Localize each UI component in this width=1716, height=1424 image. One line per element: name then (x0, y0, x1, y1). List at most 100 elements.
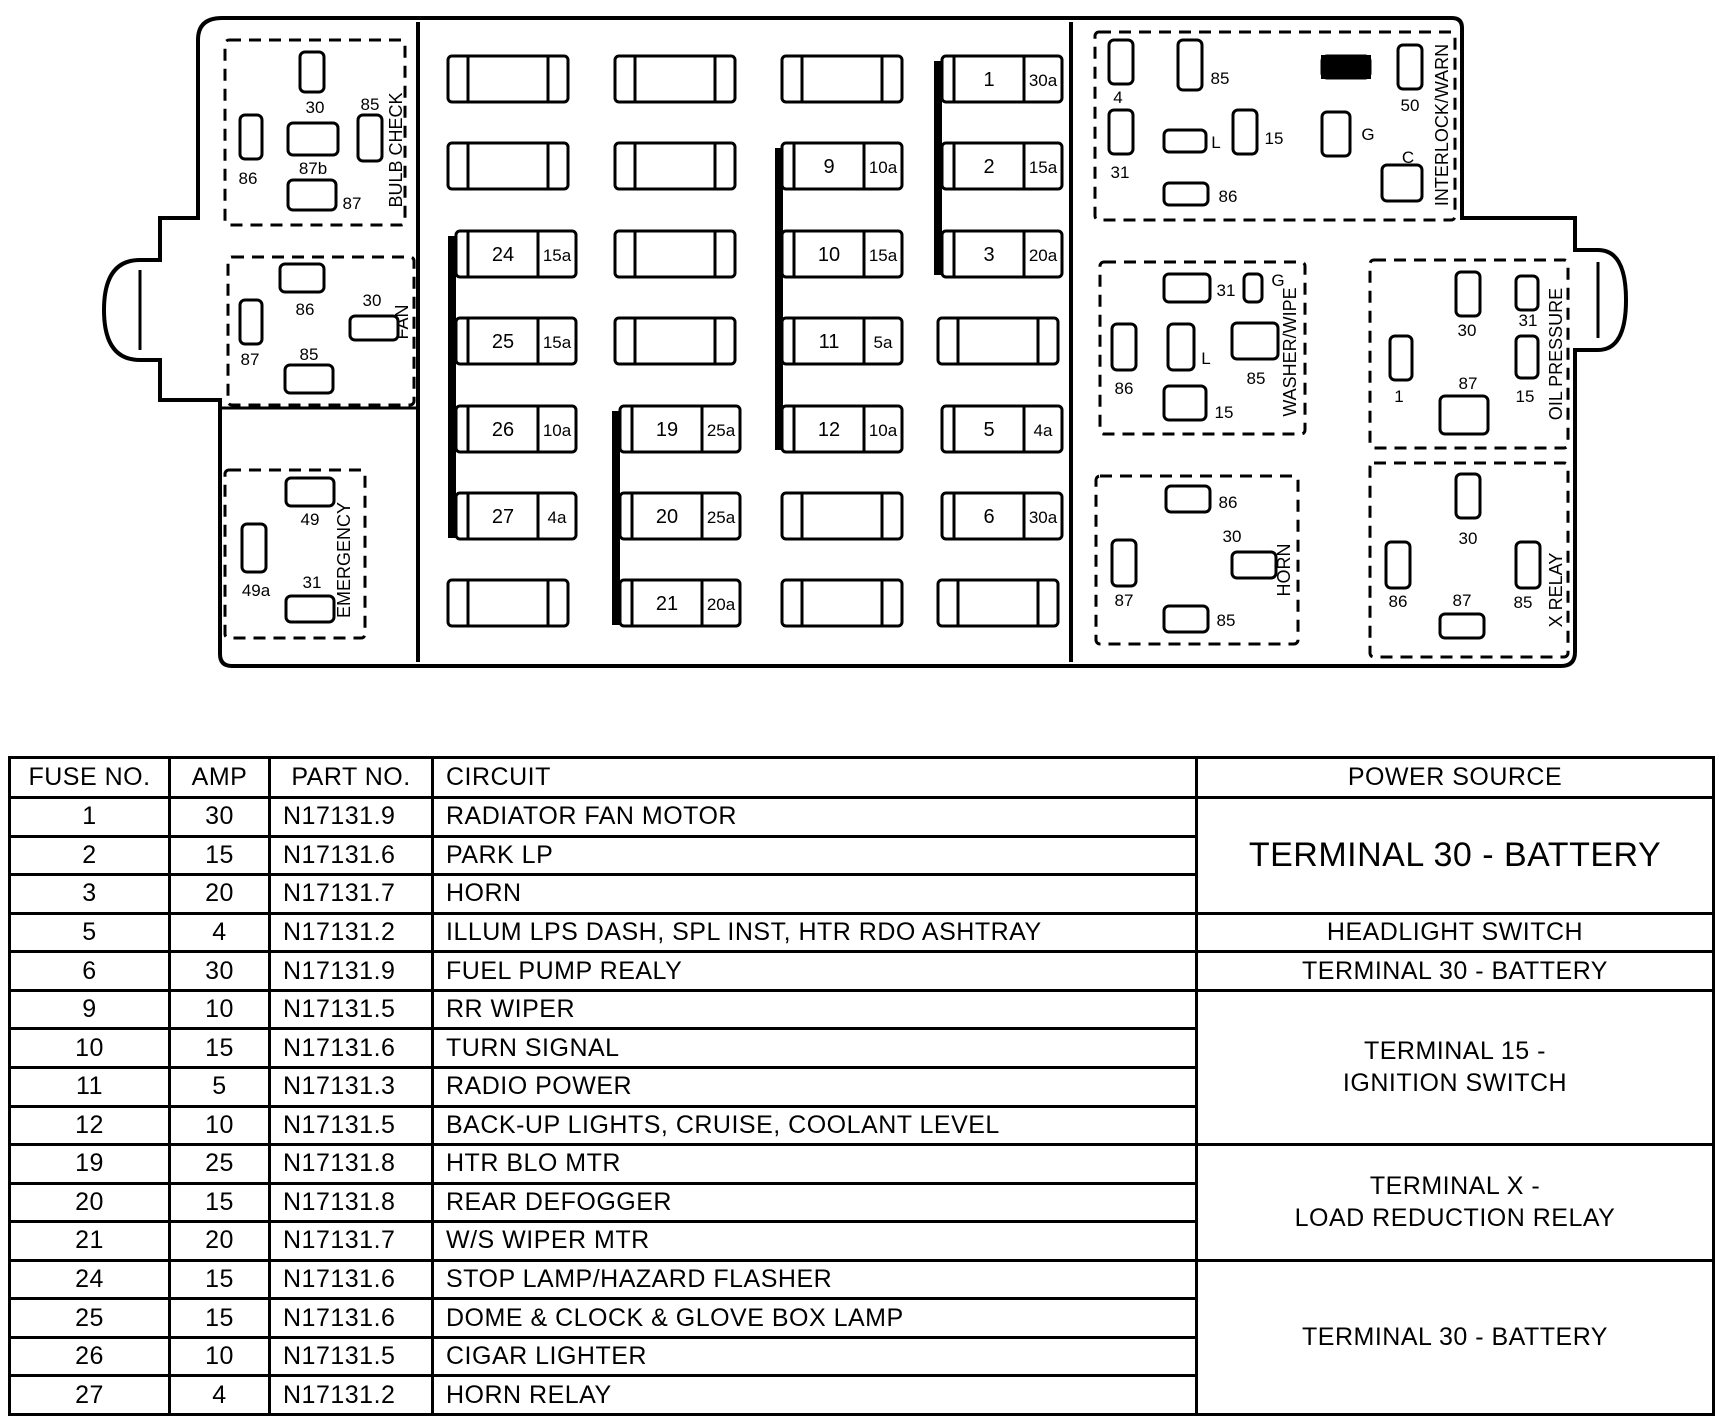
relay-terminal (286, 121, 340, 157)
power-source-line: HEADLIGHT SWITCH (1326, 918, 1584, 947)
fuse-rating-label: 10a (869, 158, 898, 177)
fuse-outline (446, 578, 570, 628)
relay-terminal (1107, 108, 1135, 156)
relay-terminal-label: 49a (242, 581, 271, 600)
power-source-cell: TERMINAL 30 - BATTERY (1195, 1258, 1715, 1417)
relay-terminal-label: 87 (343, 194, 362, 213)
relay-terminal-label: 15 (1516, 387, 1535, 406)
fuse-outline (940, 404, 1064, 454)
table-header-row: FUSE NO. AMP PART NO. CIRCUIT POWER SOUR… (8, 756, 1715, 799)
relay-terminal-label: 86 (1219, 493, 1238, 512)
relay-terminal-label: C (1402, 148, 1414, 167)
relay-name-label: HORN (1274, 544, 1294, 597)
fuse-outline (940, 229, 1064, 279)
relay-name-label: EMERGENCY (334, 502, 354, 618)
fuse-number-cell: 6 (8, 950, 171, 992)
fuse-outline (454, 229, 578, 279)
amp-cell: 15 (168, 834, 271, 877)
relay-name-label: WASHER/WIPE (1280, 287, 1300, 416)
power-source-line: TERMINAL 30 - BATTERY (1302, 1323, 1608, 1352)
part-number-cell: N17131.6 (268, 834, 434, 877)
relay-terminal (1231, 108, 1259, 156)
part-number-cell: N17131.5 (268, 1104, 434, 1147)
part-number-cell: N17131.5 (268, 1335, 434, 1378)
relay-terminal (278, 262, 326, 294)
power-source-line: TERMINAL 15 - (1363, 1037, 1546, 1066)
circuit-cell: TURN SIGNAL (431, 1027, 1198, 1069)
fuse-outline (940, 141, 1064, 191)
relay-terminal (1110, 322, 1138, 372)
relay-terminal-label: 87 (241, 350, 260, 369)
relay-terminal (1162, 128, 1208, 154)
amp-cell: 20 (168, 1220, 271, 1262)
relay-terminal-label: 86 (239, 169, 258, 188)
fuse-slot-21: 21 20a (618, 578, 742, 628)
relay-terminal (1454, 472, 1482, 520)
fuse-rating-label: 20a (707, 595, 736, 614)
relay-terminal (1380, 163, 1424, 203)
relay-terminal-label: 85 (1211, 69, 1230, 88)
relay-terminal (1388, 334, 1414, 382)
relay-terminal (1107, 38, 1135, 86)
relay-terminal (1454, 270, 1482, 318)
fuse-rating-label: 5a (874, 333, 893, 352)
relay-terminal (283, 363, 335, 395)
fuse-outline (454, 316, 578, 366)
fuse-number-label: 24 (492, 244, 514, 266)
fuse-outline (613, 229, 737, 279)
amp-cell: 15 (168, 1181, 271, 1224)
part-number-cell: N17131.2 (268, 911, 434, 954)
relay-terminal (240, 522, 268, 574)
circuit-cell: BACK-UP LIGHTS, CRUISE, COOLANT LEVEL (431, 1104, 1198, 1147)
fuse-number-label: 2 (983, 156, 994, 178)
relay-terminal-label: 85 (1217, 611, 1236, 630)
fuse-rating-label: 4a (1034, 421, 1053, 440)
fuse-outline (613, 54, 737, 104)
part-number-cell: N17131.9 (268, 950, 434, 992)
circuit-cell: RADIO POWER (431, 1065, 1198, 1108)
relay-terminal (1384, 540, 1412, 590)
fuse-outline (618, 404, 742, 454)
relay-terminal-label: 1 (1394, 387, 1403, 406)
fuse-number-cell: 1 (8, 796, 171, 838)
amp-cell: 15 (168, 1297, 271, 1339)
fuse-outline (454, 491, 578, 541)
relay-terminal-label: G (1361, 125, 1374, 144)
relay-name-label: OIL PRESSURE (1546, 288, 1566, 420)
relay-terminal (1110, 538, 1138, 588)
relay-terminal-label: 85 (1247, 369, 1266, 388)
fuse-number-label: 19 (656, 419, 678, 441)
fuse-number-label: 10 (818, 244, 840, 266)
fuse-number-label: 9 (823, 156, 834, 178)
fuse-slot-9: 9 10a (780, 141, 904, 191)
circuit-cell: REAR DEFOGGER (431, 1181, 1198, 1224)
fuse-outline (613, 316, 737, 366)
fuse-number-label: 21 (656, 593, 678, 615)
fuse-outline (780, 316, 904, 366)
relay-terminal-label: 87 (1115, 591, 1134, 610)
relay-terminal-label: 30 (1223, 527, 1242, 546)
relay-terminal-label: 49 (301, 510, 320, 529)
amp-cell: 15 (168, 1258, 271, 1301)
fuse-number-cell: 27 (8, 1374, 171, 1416)
fuse-number-label: 26 (492, 419, 514, 441)
circuit-cell: CIGAR LIGHTER (431, 1335, 1198, 1378)
fuse-rating-label: 25a (707, 421, 736, 440)
part-number-cell: N17131.5 (268, 988, 434, 1031)
fuse-number-cell: 25 (8, 1297, 171, 1339)
fuse-number-label: 1 (983, 69, 994, 91)
